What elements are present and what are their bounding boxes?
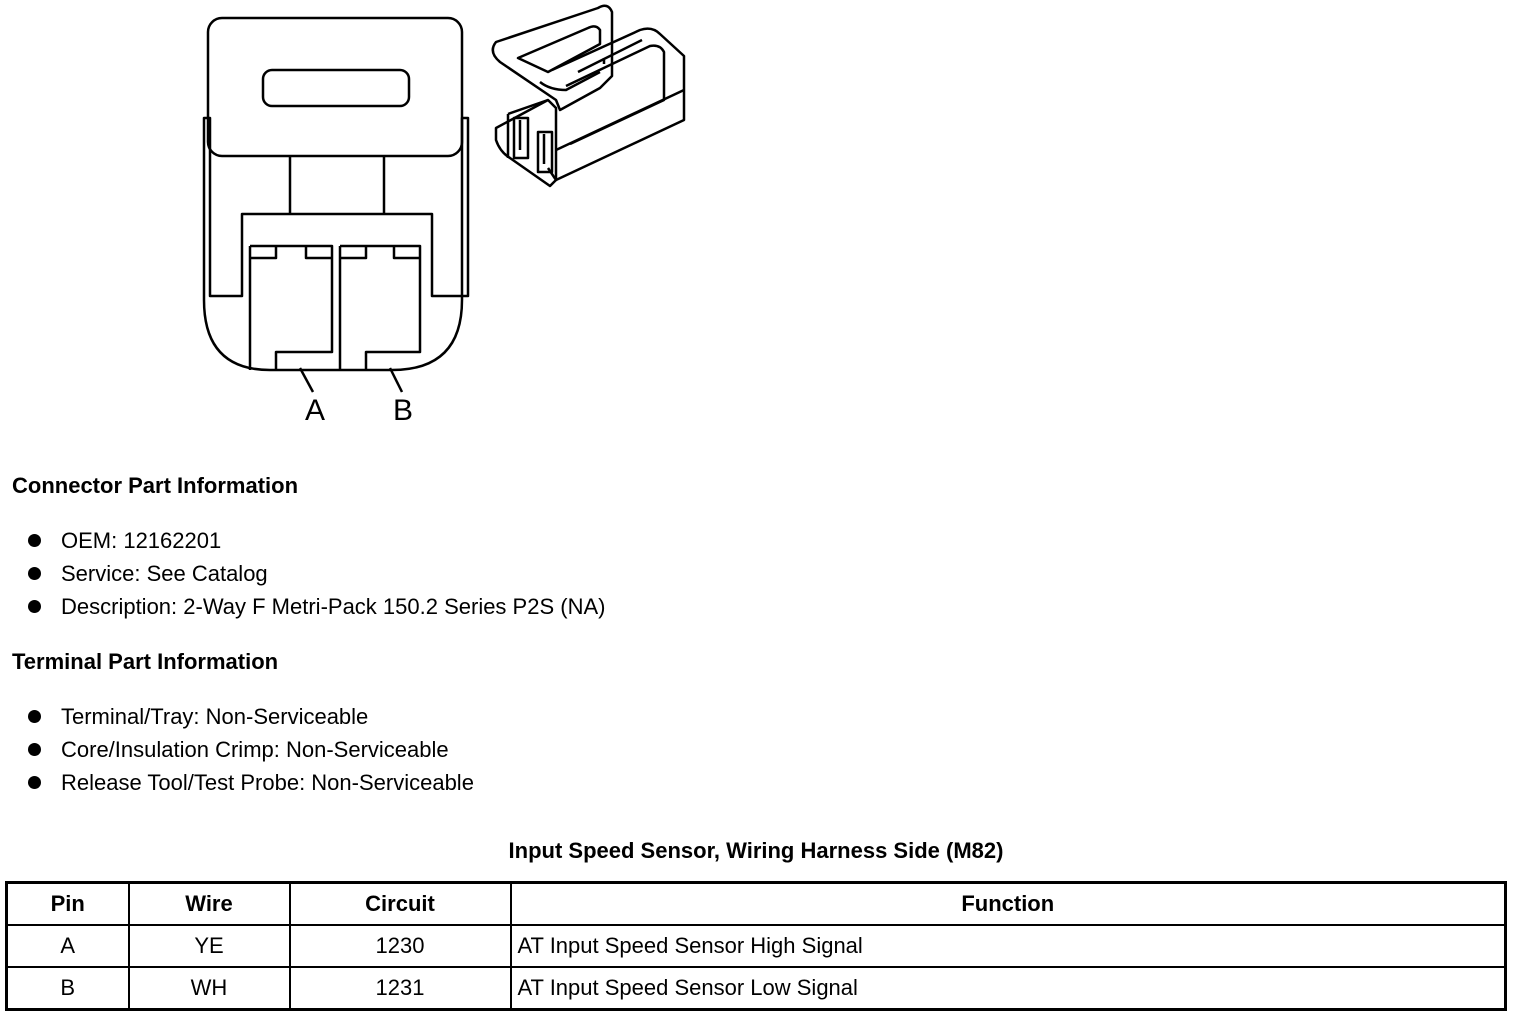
pin-cell: B — [5, 966, 130, 1011]
list-item-text: Release Tool/Test Probe: Non-Serviceable — [61, 770, 474, 795]
circuit-cell: 1230 — [288, 924, 512, 968]
list-item: OEM: 12162201 — [28, 524, 605, 557]
table-row: B WH 1231 AT Input Speed Sensor Low Sign… — [5, 966, 1507, 1011]
bullet-icon — [28, 743, 41, 756]
list-item: Core/Insulation Crimp: Non-Serviceable — [28, 733, 474, 766]
column-header-pin: Pin — [5, 881, 130, 926]
wire-cell: WH — [127, 966, 291, 1011]
function-cell: AT Input Speed Sensor Low Signal — [509, 966, 1507, 1011]
function-cell: AT Input Speed Sensor High Signal — [509, 924, 1507, 968]
circuit-cell: 1231 — [288, 966, 512, 1011]
pin-a-label: A — [305, 394, 325, 427]
table-row: A YE 1230 AT Input Speed Sensor High Sig… — [5, 924, 1507, 968]
list-item-text: Terminal/Tray: Non-Serviceable — [61, 704, 369, 729]
list-item: Terminal/Tray: Non-Serviceable — [28, 700, 474, 733]
wire-cell: YE — [127, 924, 291, 968]
list-item: Service: See Catalog — [28, 557, 605, 590]
bullet-icon — [28, 567, 41, 580]
table-header-row: Pin Wire Circuit Function — [5, 881, 1507, 926]
pin-b-label: B — [393, 394, 413, 427]
list-item-text: Description: 2-Way F Metri-Pack 150.2 Se… — [61, 594, 606, 619]
list-item: Release Tool/Test Probe: Non-Serviceable — [28, 766, 474, 799]
list-item-text: Core/Insulation Crimp: Non-Serviceable — [61, 737, 449, 762]
column-header-function: Function — [509, 881, 1507, 926]
column-header-circuit: Circuit — [288, 881, 512, 926]
list-item-text: Service: See Catalog — [61, 561, 268, 586]
bullet-icon — [28, 600, 41, 613]
list-item-text: OEM: 12162201 — [61, 528, 222, 553]
pin-cell: A — [5, 924, 130, 968]
pinout-table: Pin Wire Circuit Function A YE 1230 AT I… — [5, 881, 1507, 1011]
connector-part-list: OEM: 12162201 Service: See Catalog Descr… — [28, 524, 605, 623]
list-item: Description: 2-Way F Metri-Pack 150.2 Se… — [28, 590, 605, 623]
bullet-icon — [28, 710, 41, 723]
terminal-part-heading: Terminal Part Information — [12, 649, 279, 674]
column-header-wire: Wire — [127, 881, 291, 926]
table-title: Input Speed Sensor, Wiring Harness Side … — [508, 838, 1004, 863]
bullet-icon — [28, 534, 41, 547]
connector-diagram: A B — [202, 4, 686, 427]
bullet-icon — [28, 776, 41, 789]
terminal-part-list: Terminal/Tray: Non-Serviceable Core/Insu… — [28, 700, 474, 799]
connector-part-heading: Connector Part Information — [12, 473, 299, 498]
